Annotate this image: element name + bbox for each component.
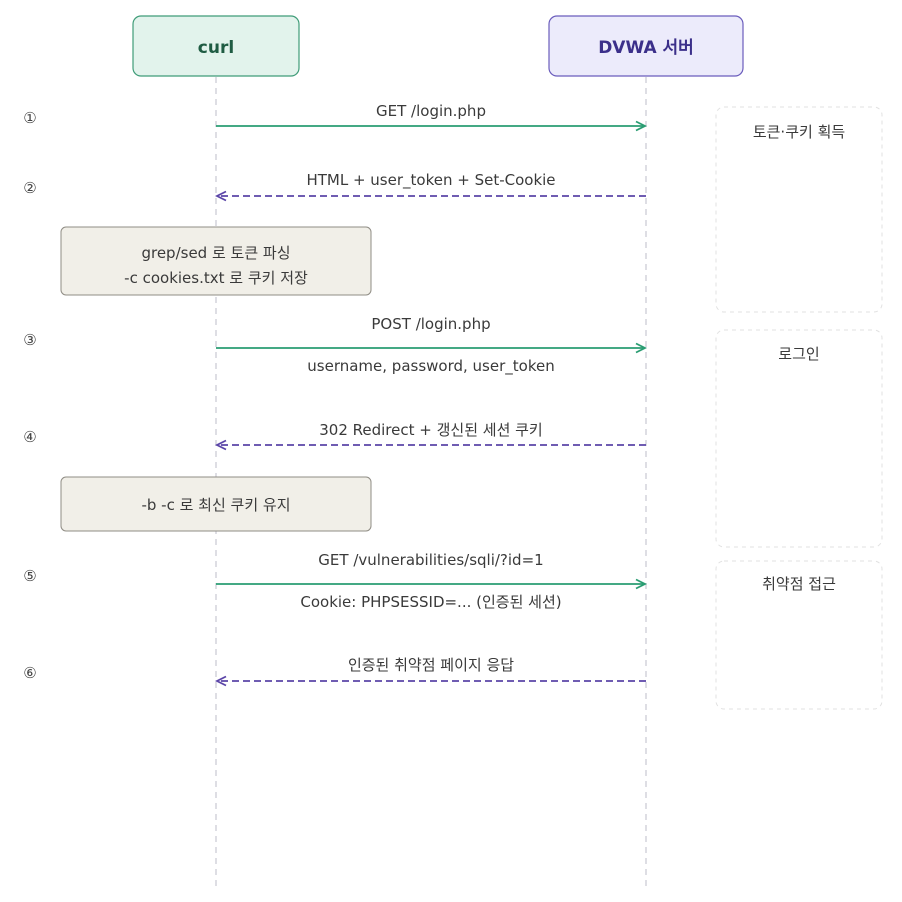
- message-step: ⑥ 인증된 취약점 페이지 응답: [23, 656, 646, 682]
- message-label: HTML + user_token + Set-Cookie: [306, 171, 555, 190]
- message-label: 302 Redirect + 갱신된 세션 쿠키: [319, 421, 543, 439]
- step-number: ⑥: [23, 664, 36, 682]
- note-text: -c cookies.txt 로 쿠키 저장: [124, 269, 308, 287]
- message-label: Cookie: PHPSESSID=... (인증된 세션): [300, 593, 561, 611]
- participant-client-box: [132, 15, 300, 77]
- participant-server: DVWA 서버: [548, 15, 744, 77]
- message-step: ② HTML + user_token + Set-Cookie: [23, 171, 646, 197]
- message-label: 인증된 취약점 페이지 응답: [348, 656, 514, 674]
- participant-client: curl: [132, 15, 300, 77]
- participant-client-label: curl: [198, 38, 234, 58]
- note: grep/sed 로 토큰 파싱 -c cookies.txt 로 쿠키 저장: [60, 226, 372, 296]
- note: -b -c 로 최신 쿠키 유지: [60, 476, 372, 532]
- step-number: ③: [23, 331, 36, 349]
- message-label: GET /vulnerabilities/sqli/?id=1: [318, 551, 543, 569]
- phase-box: [715, 329, 883, 548]
- note-text: -b -c 로 최신 쿠키 유지: [141, 496, 290, 514]
- message-step: ③ POST /login.php username, password, user…: [23, 315, 645, 376]
- phase-group: 토큰·쿠키 획득: [715, 106, 883, 313]
- step-number: ②: [23, 179, 36, 197]
- step-number: ①: [23, 109, 36, 127]
- message-label: GET /login.php: [376, 102, 486, 120]
- message-label: username, password, user_token: [307, 357, 554, 376]
- note-text: grep/sed 로 토큰 파싱: [141, 244, 290, 262]
- phase-label: 토큰·쿠키 획득: [753, 123, 846, 141]
- participant-server-box: [548, 15, 744, 77]
- phase-group: 취약점 접근: [715, 560, 883, 710]
- participant-server-label: DVWA 서버: [598, 38, 694, 58]
- message-label: POST /login.php: [371, 315, 490, 333]
- phase-box: [715, 560, 883, 710]
- phase-group: 로그인: [715, 329, 883, 548]
- note-box: [60, 226, 372, 296]
- step-number: ⑤: [23, 567, 36, 585]
- message-step: ④ 302 Redirect + 갱신된 세션 쿠키: [23, 421, 646, 446]
- phase-label: 취약점 접근: [762, 575, 836, 593]
- phase-box: [715, 106, 883, 313]
- message-step: ① GET /login.php: [23, 102, 645, 127]
- message-step: ⑤ GET /vulnerabilities/sqli/?id=1Cookie: …: [23, 551, 645, 611]
- phase-label: 로그인: [778, 345, 819, 363]
- step-number: ④: [23, 428, 36, 446]
- note-box: [60, 476, 372, 532]
